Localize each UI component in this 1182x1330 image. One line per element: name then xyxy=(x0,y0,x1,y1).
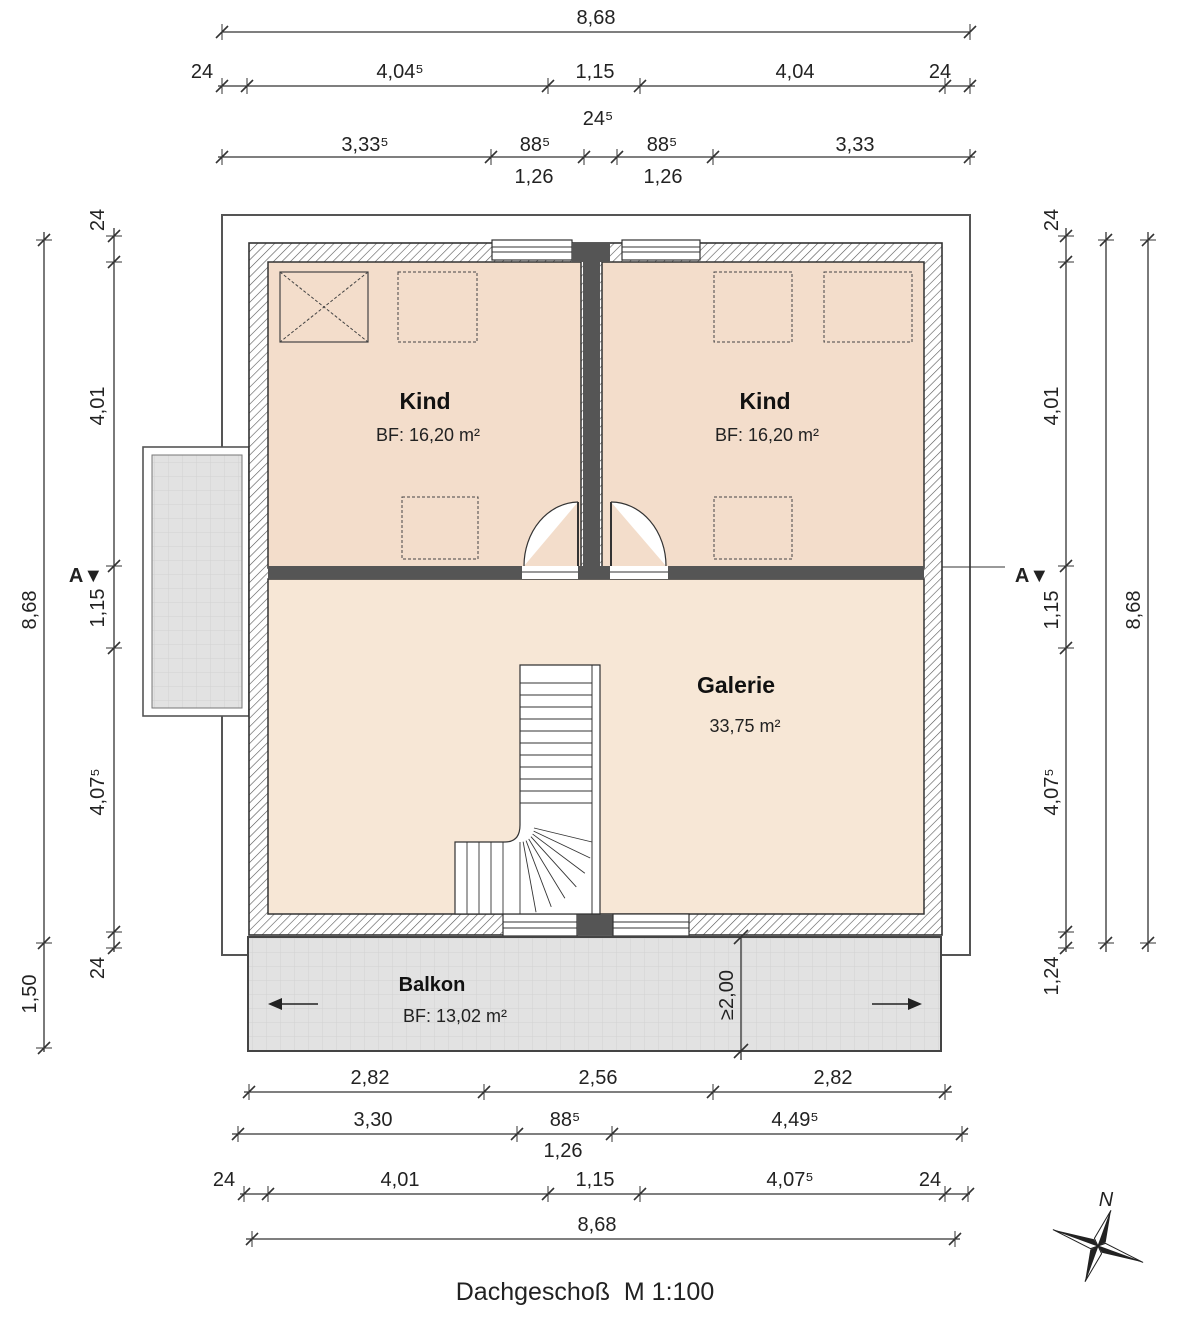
dim-top-r3-3: 3,33 xyxy=(836,134,875,156)
window-bottom-right xyxy=(612,913,690,937)
dim-top-r3-2: 88⁵ xyxy=(647,134,678,156)
room-area-kind-left: BF: 16,20 m² xyxy=(376,425,480,445)
dim-right-3: 4,07⁵ xyxy=(1041,768,1063,815)
room-name-galerie: Galerie xyxy=(697,672,775,698)
dim-top-r2-0: 24 xyxy=(191,61,213,83)
balcony-floor xyxy=(247,936,942,1052)
dim-bot-r1-0: 2,82 xyxy=(351,1067,390,1089)
dim-top-r3-1: 88⁵ xyxy=(520,134,551,156)
dim-right-1: 4,01 xyxy=(1041,387,1063,426)
dim-right-2: 1,15 xyxy=(1041,591,1063,630)
dim-bot-r3-2: 1,15 xyxy=(576,1169,615,1191)
section-marker-left: A▼ xyxy=(69,565,103,587)
dim-top-r2-1: 4,04⁵ xyxy=(376,61,423,83)
dim-top-r3-sub-0: 1,26 xyxy=(515,166,554,188)
dim-right-0: 24 xyxy=(1041,209,1063,231)
dim-left-outer-0: 8,68 xyxy=(19,591,41,630)
dim-right-4: 1,24 xyxy=(1041,957,1063,996)
room-name-balkon: Balkon xyxy=(399,974,466,996)
door-right xyxy=(610,501,667,567)
dim-bot-total: 8,68 xyxy=(578,1214,617,1236)
dim-bot-r2-1: 88⁵ xyxy=(550,1109,581,1131)
dim-top-r2-2: 1,15 xyxy=(576,61,615,83)
dim-left-4: 24 xyxy=(87,957,109,979)
dim-bot-r1-1: 2,56 xyxy=(579,1067,618,1089)
skylights xyxy=(279,271,913,560)
balcony-arrow-right xyxy=(872,998,922,1010)
room-name-kind-right: Kind xyxy=(739,388,790,414)
room-kind-left-area xyxy=(267,261,582,569)
section-marker-right: A▼ xyxy=(1015,565,1049,587)
dim-top-total: 8,68 xyxy=(577,7,616,29)
dim-top-r3-sub-1: 1,26 xyxy=(644,166,683,188)
dim-bot-r2-2: 4,49⁵ xyxy=(771,1109,818,1131)
dim-bot-r1-2: 2,82 xyxy=(814,1067,853,1089)
room-area-kind-right: BF: 16,20 m² xyxy=(715,425,819,445)
dim-bot-r3-1: 4,01 xyxy=(381,1169,420,1191)
dim-bot-r3-3: 4,07⁵ xyxy=(766,1169,813,1191)
room-area-galerie: 33,75 m² xyxy=(709,716,780,736)
dim-bot-r2-0: 3,30 xyxy=(354,1109,393,1131)
balcony-depth-label: ≥2,00 xyxy=(716,970,738,1020)
dimension-chain-left: 24 4,01 1,15 4,07⁵ 24 8,68 1,50 xyxy=(19,209,122,1055)
north-label: N xyxy=(1099,1189,1114,1211)
dim-top-r2-3: 4,04 xyxy=(776,61,815,83)
window-top-right xyxy=(621,239,701,261)
dim-bot-r3-4: 24 xyxy=(919,1169,941,1191)
dim-bot-r2-sub: 1,26 xyxy=(544,1140,583,1162)
dim-left-outer-1: 1,50 xyxy=(19,975,41,1014)
partition-wall-vertical xyxy=(583,262,600,578)
room-area-balkon: BF: 13,02 m² xyxy=(403,1006,507,1026)
door-left xyxy=(523,501,579,567)
dimension-chain-top: 8,68 24 4,04⁵ 1,15 4,04 24 24⁵ 3,33⁵ 88⁵… xyxy=(191,7,977,188)
dim-top-r2-sub: 24⁵ xyxy=(583,108,614,130)
dimension-chain-right: 24 4,01 1,15 4,07⁵ 1,24 8,68 xyxy=(1041,209,1156,996)
room-kind-right-area xyxy=(601,261,925,569)
staircase xyxy=(454,664,601,915)
north-arrow-icon xyxy=(1052,1210,1144,1282)
dim-top-r3-0: 3,33⁵ xyxy=(341,134,388,156)
dim-right-outer-0: 8,68 xyxy=(1123,591,1145,630)
window-bottom-left xyxy=(502,913,578,937)
dimension-chain-bottom: 2,82 2,56 2,82 3,30 88⁵ 4,49⁵ 1,26 24 4,… xyxy=(213,1067,975,1247)
dim-left-0: 24 xyxy=(87,209,109,231)
dim-left-1: 4,01 xyxy=(87,387,109,426)
dim-top-r2-4: 24 xyxy=(929,61,951,83)
partition-wall-horizontal xyxy=(268,566,924,579)
room-name-kind-left: Kind xyxy=(399,388,450,414)
plan-caption: Dachgeschoß M 1:100 xyxy=(456,1278,714,1306)
dim-left-3: 4,07⁵ xyxy=(87,768,109,815)
dim-bot-r3-0: 24 xyxy=(213,1169,235,1191)
dim-left-2: 1,15 xyxy=(87,589,109,628)
window-top-left xyxy=(491,239,573,261)
balcony-arrow-left xyxy=(268,998,318,1010)
